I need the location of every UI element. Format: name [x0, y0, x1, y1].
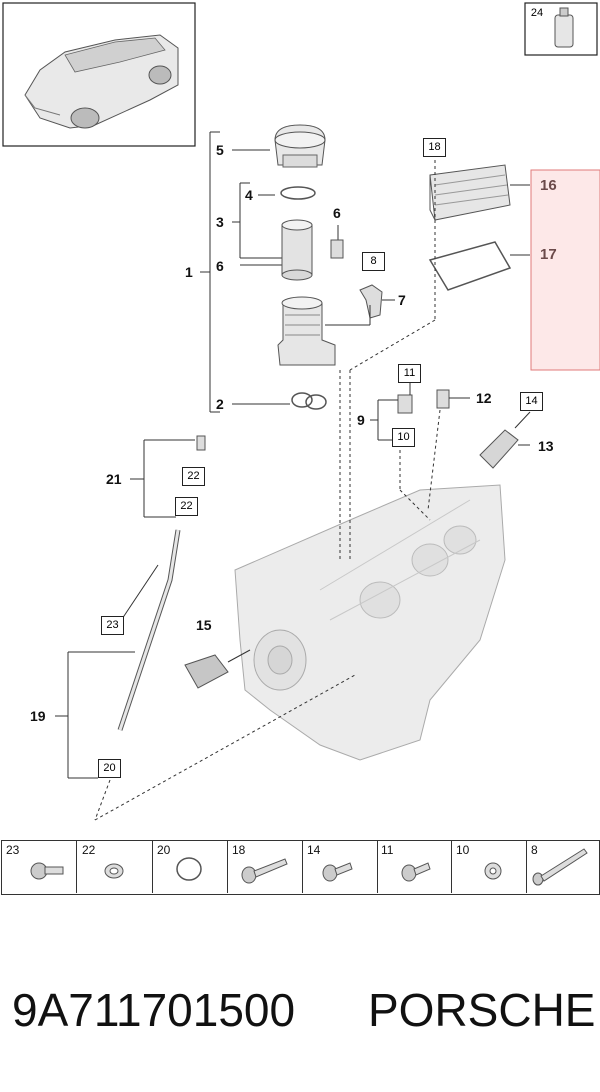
hardware-label: 22 — [82, 843, 96, 857]
callout-15: 15 — [196, 617, 212, 633]
oil-cooler — [429, 164, 511, 221]
ref-box-22-upper: 22 — [182, 467, 205, 486]
callout-17: 17 — [540, 246, 557, 263]
callout-4: 4 — [245, 187, 253, 203]
hardware-cell-14: 14 — [302, 841, 378, 893]
callout-5: 5 — [216, 142, 224, 158]
dipstick — [117, 529, 181, 731]
o-ring-20-icon — [176, 857, 202, 881]
footer: 9A711701500 PORSCHE — [0, 983, 600, 1053]
callout-3: 3 — [216, 214, 224, 230]
callout-1: 1 — [185, 264, 193, 280]
washer-22-icon — [104, 863, 124, 879]
ref-box-18: 18 — [423, 138, 446, 157]
ref-box-23: 23 — [101, 616, 124, 635]
filter-element — [281, 219, 313, 281]
sensor-15 — [184, 649, 251, 689]
leader-lines — [94, 370, 441, 821]
bracket-part — [359, 284, 383, 319]
hardware-label: 10 — [456, 843, 470, 857]
small-sensor — [330, 239, 344, 259]
hardware-cell-18: 18 — [227, 841, 303, 893]
callout-6-upper: 6 — [333, 205, 341, 221]
callout-2: 2 — [216, 396, 224, 412]
bolt-14-icon — [322, 862, 353, 882]
hardware-cell-20: 20 — [152, 841, 228, 893]
hardware-cell-23: 23 — [1, 841, 77, 893]
hardware-label: 23 — [6, 843, 20, 857]
bolt-23-icon — [30, 862, 64, 880]
ref-box-11: 11 — [398, 364, 421, 383]
hardware-label: 14 — [307, 843, 321, 857]
ref-box-22-lower: 22 — [175, 497, 198, 516]
hardware-cell-10: 10 — [451, 841, 527, 893]
plug-21 — [196, 435, 206, 451]
hardware-label: 20 — [157, 843, 171, 857]
hardware-label: 8 — [531, 843, 538, 857]
oil-filter-cap — [274, 124, 326, 168]
sensor-12 — [436, 389, 470, 409]
hardware-label: 11 — [381, 843, 394, 857]
callout-12: 12 — [476, 390, 492, 406]
part-number: 9A711701500 — [12, 984, 296, 1036]
washer-10-icon — [484, 862, 502, 880]
callout-9: 9 — [357, 412, 365, 428]
bracket-19 — [55, 651, 135, 779]
sensor-9 — [370, 382, 413, 441]
callout-21: 21 — [106, 471, 122, 487]
hardware-cell-11: 11 — [376, 841, 452, 893]
ref-box-14: 14 — [520, 392, 543, 411]
cooler-gasket — [428, 241, 512, 291]
long-bolt-8-icon — [532, 848, 588, 886]
bracket-21 — [130, 439, 195, 518]
hardware-label: 18 — [232, 843, 246, 857]
filter-housing — [277, 296, 336, 366]
hardware-cell-22: 22 — [77, 841, 153, 893]
sensor-13 — [479, 411, 531, 469]
hardware-cell-8: 8 — [526, 841, 598, 893]
callout-16: 16 — [540, 177, 557, 194]
ref-box-10: 10 — [392, 428, 415, 447]
ref-box-20: 20 — [98, 759, 121, 778]
o-ring — [280, 186, 316, 200]
gasket-rings — [291, 392, 327, 410]
ref-box-24: 24 — [527, 5, 547, 22]
bolt-18-icon — [241, 858, 288, 884]
callout-13: 13 — [538, 438, 554, 454]
callout-6: 6 — [216, 258, 224, 274]
bolt-11-icon — [401, 862, 431, 882]
callout-7: 7 — [398, 292, 406, 308]
engine-block — [234, 484, 506, 761]
ref-box-8: 8 — [362, 252, 385, 271]
exploded-parts-diagram — [2, 2, 600, 821]
highlight-panel — [530, 169, 600, 371]
callout-19: 19 — [30, 708, 46, 724]
brand-name: PORSCHE — [368, 984, 596, 1036]
vehicle-thumbnail — [2, 2, 196, 147]
